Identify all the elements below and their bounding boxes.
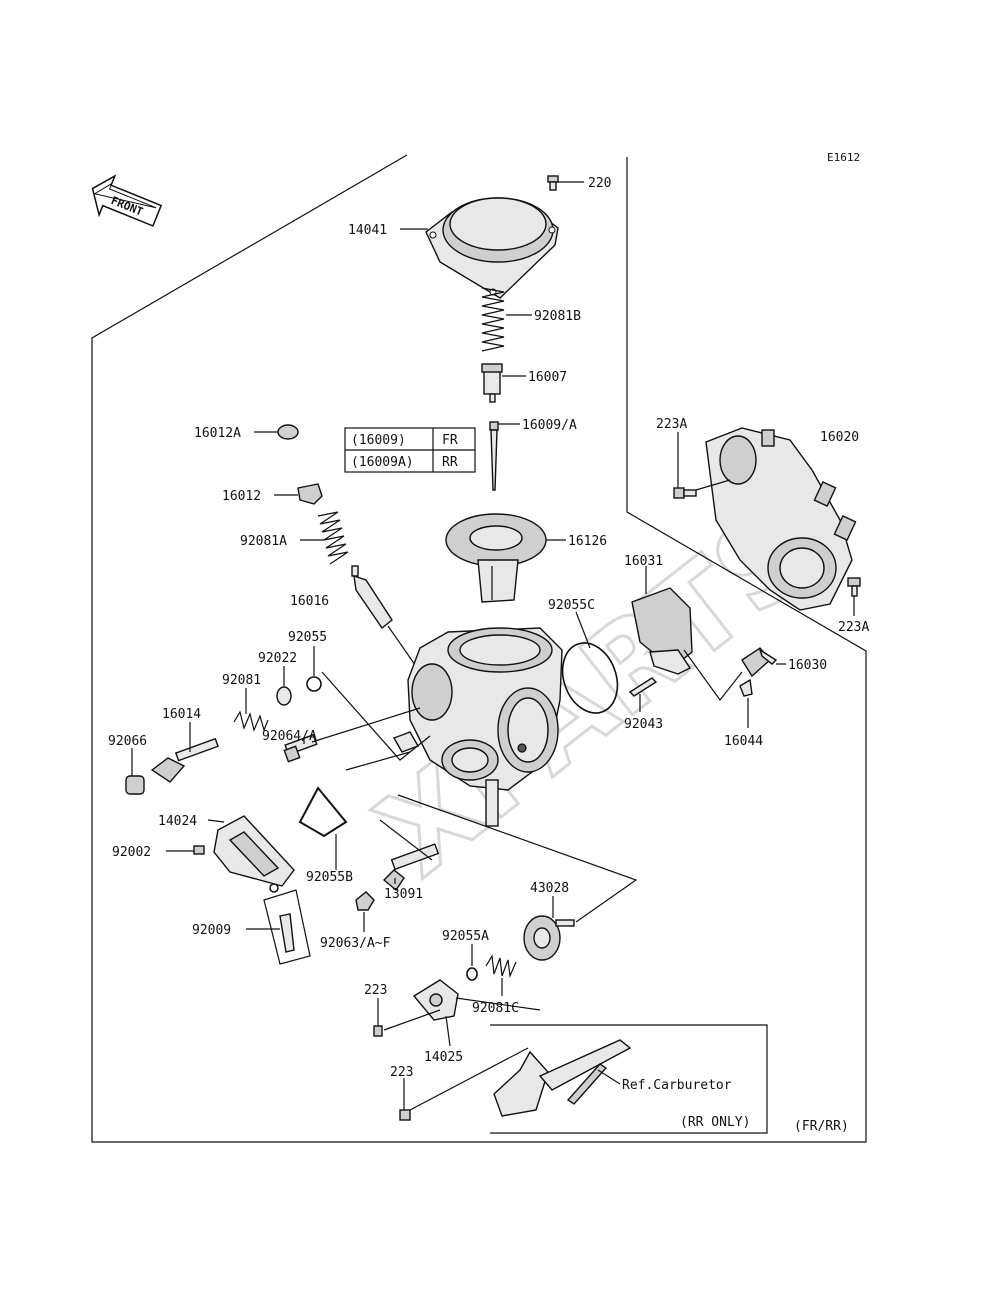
variant-table: (16009) FR (16009A) RR (344, 427, 476, 473)
callout-13091: 13091 (384, 887, 423, 902)
pump-cover-16031 (631, 587, 693, 675)
callout-223A-bottom: 223A (838, 620, 869, 635)
callout-16030: 16030 (788, 658, 827, 673)
callout-92002: 92002 (112, 845, 151, 860)
housing-16020 (705, 427, 857, 611)
o-ring-92055C (561, 642, 619, 714)
screw-13091 (382, 843, 440, 892)
callout-223-b: 223 (390, 1065, 413, 1080)
ref-carburetor-label: Ref.Carburetor (622, 1078, 732, 1093)
callout-223-a: 223 (364, 983, 387, 998)
nut-16012 (297, 483, 323, 505)
callout-92055C: 92055C (548, 598, 595, 613)
o-ring-92055A (466, 967, 478, 981)
callout-14025: 14025 (424, 1050, 463, 1065)
jet-92063 (355, 891, 375, 911)
callout-16031: 16031 (624, 554, 663, 569)
callout-16044: 16044 (724, 734, 763, 749)
carburetor-body (392, 627, 563, 827)
screw-220 (547, 175, 559, 191)
o-ring-92009-ring (269, 883, 279, 893)
rr-only-label: (RR ONLY) (680, 1115, 750, 1130)
diagram-code: E1612 (827, 151, 860, 164)
spring-92081 (233, 710, 269, 732)
spring-92081C (485, 954, 517, 979)
callout-220: 220 (588, 176, 611, 191)
leader-lines (131, 181, 855, 1111)
variant-row-1-region: FR (442, 433, 458, 448)
top-cover-14041 (425, 197, 559, 299)
valve-16030 (741, 647, 778, 678)
callout-16009A: 16009/A (522, 418, 577, 433)
holder-16007 (481, 363, 503, 403)
variant-row-1-part: (16009) (351, 433, 406, 448)
jet-needle-16009 (489, 421, 499, 491)
pin-92043 (628, 677, 658, 697)
screw-223-b (399, 1109, 411, 1121)
callout-92009: 92009 (192, 923, 231, 938)
o-ring-92055 (306, 676, 322, 692)
callout-43028: 43028 (530, 881, 569, 896)
callout-92081B: 92081B (534, 309, 581, 324)
callout-92043: 92043 (624, 717, 663, 732)
clip-16044 (739, 678, 753, 697)
callout-92055: 92055 (288, 630, 327, 645)
screw-223A-top (673, 487, 697, 499)
callout-92081C: 92081C (472, 1001, 519, 1016)
callout-92055A: 92055A (442, 929, 489, 944)
screw-16014 (150, 737, 219, 783)
callout-92055B: 92055B (306, 870, 353, 885)
callout-labels: 220 14041 92081B 16007 16009/A 16012A 16… (108, 176, 869, 1134)
callout-92066: 92066 (108, 734, 147, 749)
callout-14024: 14024 (158, 814, 197, 829)
washer-92022 (276, 686, 292, 706)
plunger-16016 (351, 565, 421, 673)
diaphragm-43028 (523, 915, 575, 961)
front-arrow-icon: FRONT (91, 174, 163, 227)
screw-223-a (373, 1025, 383, 1037)
diaphragm-16126 (445, 513, 547, 603)
callout-223A-top: 223A (656, 417, 687, 432)
frame (91, 154, 867, 1143)
fr-rr-label: (FR/RR) (794, 1119, 849, 1134)
callout-92081: 92081 (222, 673, 261, 688)
cover-14024 (213, 815, 295, 887)
callout-92064A: 92064/A (262, 729, 317, 744)
ref-carburetor-part (493, 1039, 632, 1117)
callout-92022: 92022 (258, 651, 297, 666)
callout-16126: 16126 (568, 534, 607, 549)
callout-92081A: 92081A (240, 534, 287, 549)
spring-92081B (481, 287, 505, 352)
valve-92064 (283, 733, 318, 763)
variant-row-2-region: RR (442, 455, 458, 470)
screw-223A-bottom (847, 577, 861, 597)
variant-row-2-part: (16009A) (351, 455, 414, 470)
screw-92009 (263, 889, 311, 965)
cap-92066 (125, 775, 145, 795)
callout-16014: 16014 (162, 707, 201, 722)
callout-14041: 14041 (348, 223, 387, 238)
gasket-92055B (298, 786, 348, 838)
callout-92063: 92063/A~F (320, 936, 391, 951)
callout-16016: 16016 (290, 594, 329, 609)
cap-16012A (277, 424, 299, 440)
cover-14025 (412, 979, 459, 1021)
callout-16007: 16007 (528, 370, 567, 385)
screw-92002 (193, 845, 205, 855)
callout-16020: 16020 (820, 430, 859, 445)
spring-92081A (317, 511, 349, 565)
callout-16012A: 16012A (194, 426, 241, 441)
callout-16012: 16012 (222, 489, 261, 504)
